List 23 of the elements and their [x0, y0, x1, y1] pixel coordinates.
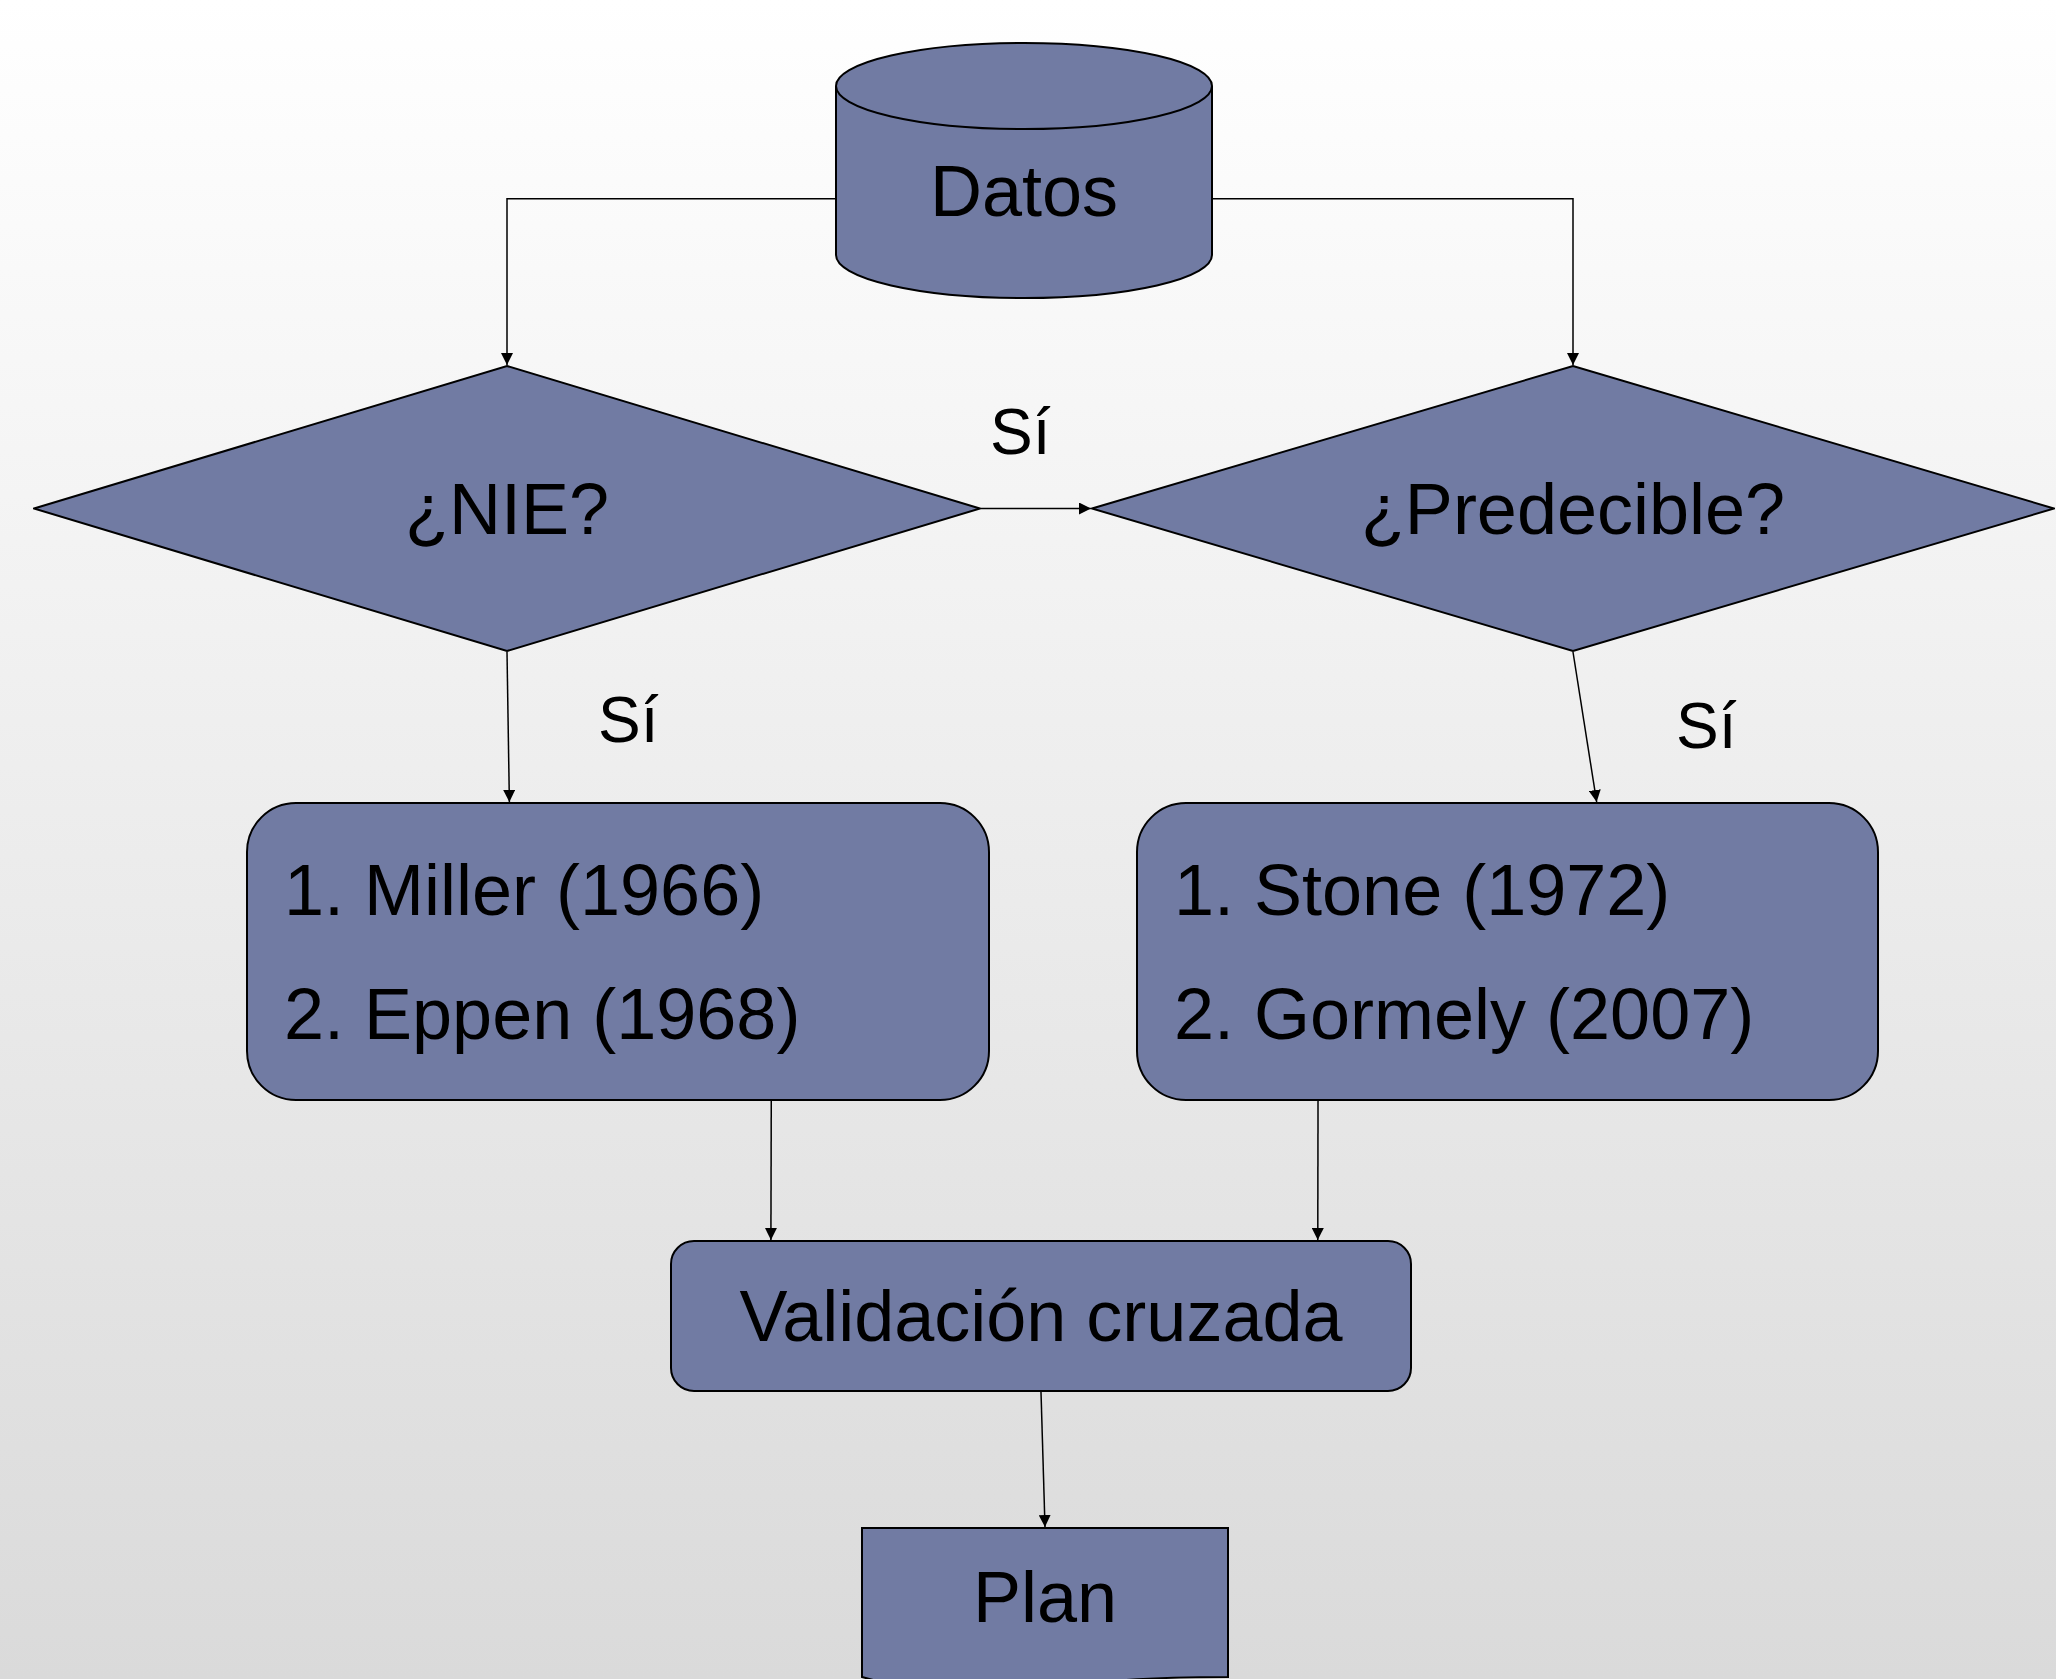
arrow	[1311, 1100, 1324, 1241]
edge-label: Sí	[1676, 694, 1737, 758]
decision-diamond	[1091, 365, 2055, 652]
decision-diamond	[33, 365, 981, 652]
node-label: ¿NIE?	[404, 472, 609, 545]
node-label: Datos	[929, 154, 1119, 227]
edge-label: Sí	[990, 400, 1051, 464]
process-box	[1136, 802, 1879, 1101]
arrow	[501, 198, 836, 366]
node-label: Plan	[972, 1561, 1118, 1633]
process-box	[670, 1240, 1412, 1392]
arrow	[764, 1100, 777, 1241]
node-label: Validación cruzada	[739, 1280, 1343, 1352]
edge-label: Sí	[598, 688, 659, 752]
process-box	[246, 802, 990, 1101]
arrow	[980, 502, 1092, 515]
arrow	[1212, 198, 1579, 366]
document-shape	[861, 1527, 1229, 1679]
arrow	[1038, 1391, 1051, 1528]
arrow	[503, 651, 516, 803]
arrow	[1572, 651, 1601, 803]
node-label: ¿Predecible?	[1360, 472, 1786, 545]
database-cylinder	[835, 42, 1213, 299]
